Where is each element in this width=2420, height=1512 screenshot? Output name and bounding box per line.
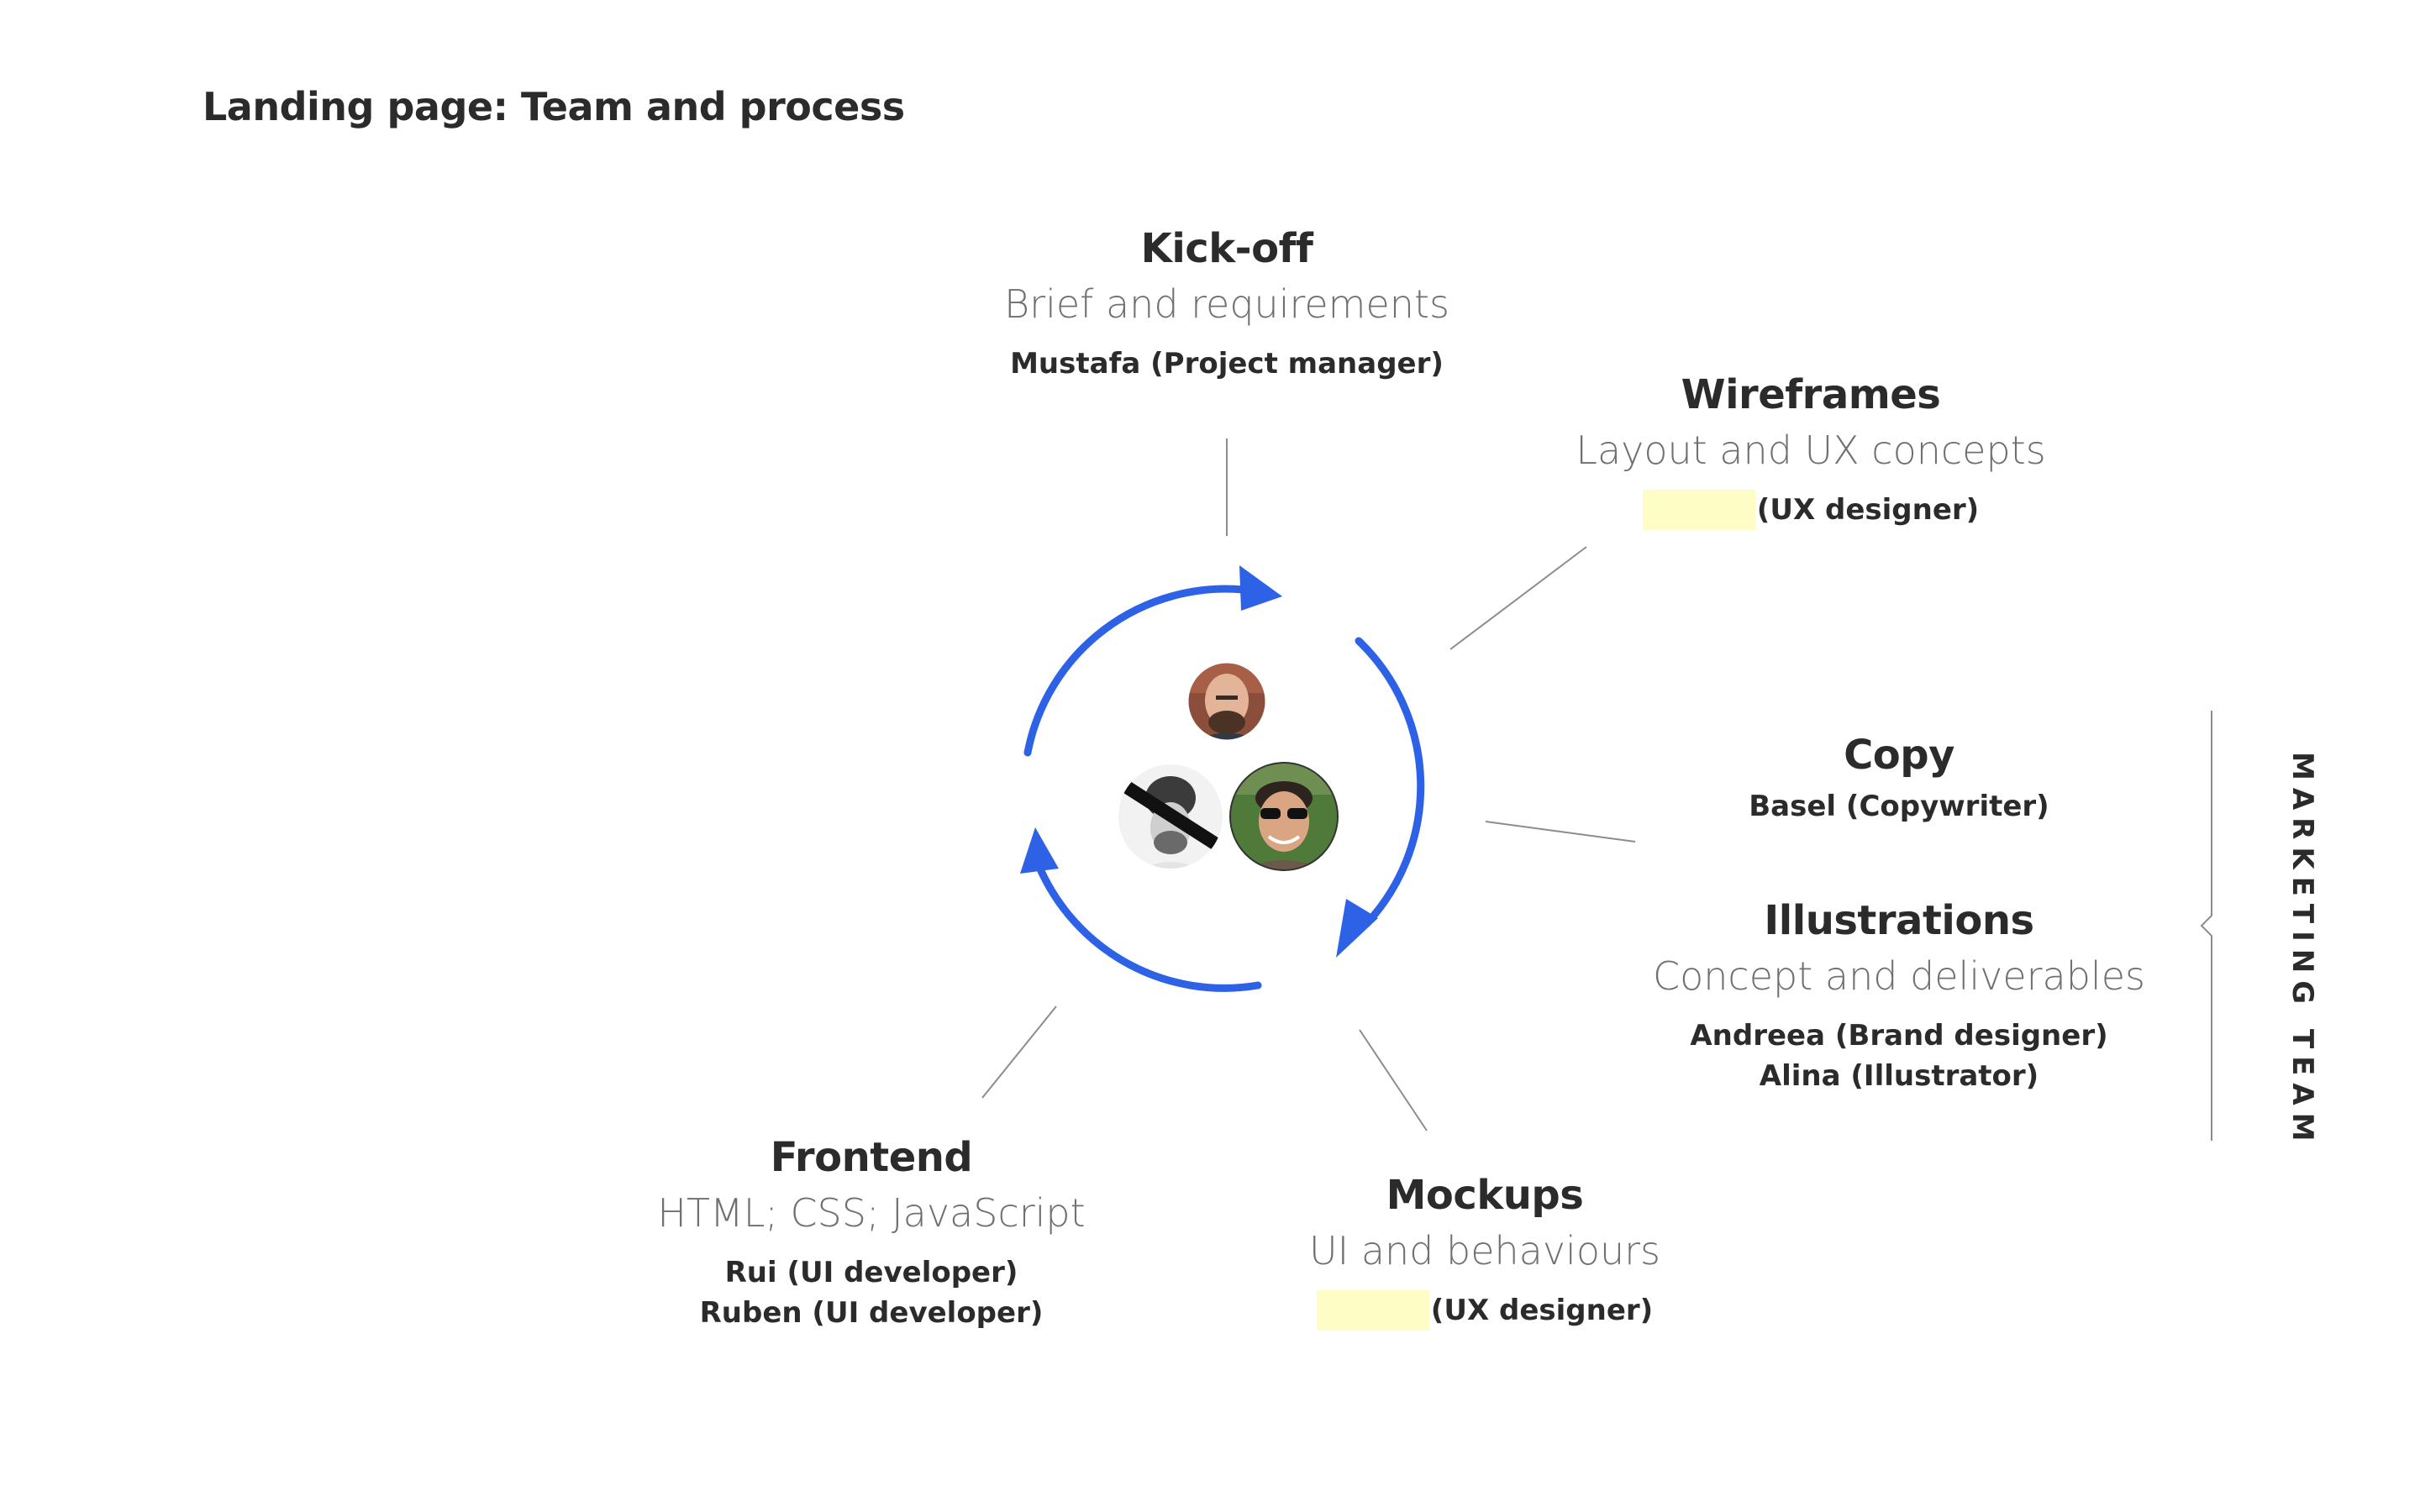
kickoff-title: Kick-off xyxy=(1140,225,1313,272)
mockups-person: (UX designer) xyxy=(1233,1290,1737,1331)
mockups-role: (UX designer) xyxy=(1430,1294,1654,1327)
page-title: Landing page: Team and process xyxy=(203,84,905,129)
node-mockups: Mockups UI and behaviours (UX designer) xyxy=(1233,1168,1737,1331)
cycle-arrows-icon xyxy=(1023,585,1425,992)
wireframes-person: (UX designer) xyxy=(1559,490,2063,530)
arrowhead-top xyxy=(1239,565,1282,611)
illustrations-person-1: Andreea (Brand designer) xyxy=(1690,1019,2108,1053)
kickoff-subtitle: Brief and requirements xyxy=(1004,281,1449,327)
avatar-man-sunglasses xyxy=(1230,763,1338,870)
wireframes-title: Wireframes xyxy=(1681,371,1941,418)
avatar-man-sunglasses-ring xyxy=(1229,762,1339,871)
frontend-subtitle: HTML; CSS; JavaScript xyxy=(657,1190,1086,1236)
node-illustrations: Illustrations Concept and deliverables A… xyxy=(1647,893,2151,1096)
frontend-person-2: Ruben (UI developer) xyxy=(699,1296,1044,1330)
wireframes-role: (UX designer) xyxy=(1756,493,1980,527)
node-wireframes: Wireframes Layout and UX concepts (UX de… xyxy=(1559,367,2063,530)
copy-person: Basel (Copywriter) xyxy=(1749,790,2049,823)
node-kickoff: Kick-off Brief and requirements Mustafa … xyxy=(975,221,1479,384)
node-frontend: Frontend HTML; CSS; JavaScript Rui (UI d… xyxy=(619,1130,1123,1333)
redacted-name-highlight xyxy=(1642,490,1755,530)
avatar-crossed-out xyxy=(1118,764,1223,869)
avatar-bald-man xyxy=(1187,662,1266,741)
connector-wireframes xyxy=(1449,546,1587,650)
wireframes-subtitle: Layout and UX concepts xyxy=(1576,428,2046,473)
copy-title: Copy xyxy=(1844,732,1954,779)
connector-mockups xyxy=(1359,1029,1428,1131)
marketing-team-bracket xyxy=(2200,711,2212,1141)
illustrations-title: Illustrations xyxy=(1764,897,2034,944)
connector-copy xyxy=(1485,821,1636,843)
marketing-team-label: MARKETING TEAM xyxy=(2286,752,2319,1149)
arrowhead-left xyxy=(1020,827,1059,874)
avatar-bald-man-ring xyxy=(1186,660,1268,743)
mockups-subtitle: UI and behaviours xyxy=(1308,1228,1661,1273)
connector-frontend xyxy=(981,1005,1057,1099)
mockups-title: Mockups xyxy=(1386,1172,1584,1219)
frontend-person-1: Rui (UI developer) xyxy=(724,1256,1018,1289)
node-copy: Copy Basel (Copywriter) xyxy=(1647,727,2151,827)
illustrations-person-2: Alina (Illustrator) xyxy=(1759,1059,2039,1093)
redacted-name-highlight xyxy=(1316,1290,1429,1331)
frontend-title: Frontend xyxy=(770,1134,973,1181)
arrowhead-right xyxy=(1336,899,1378,958)
illustrations-subtitle: Concept and deliverables xyxy=(1653,953,2145,999)
kickoff-person: Mustafa (Project manager) xyxy=(1010,347,1444,381)
